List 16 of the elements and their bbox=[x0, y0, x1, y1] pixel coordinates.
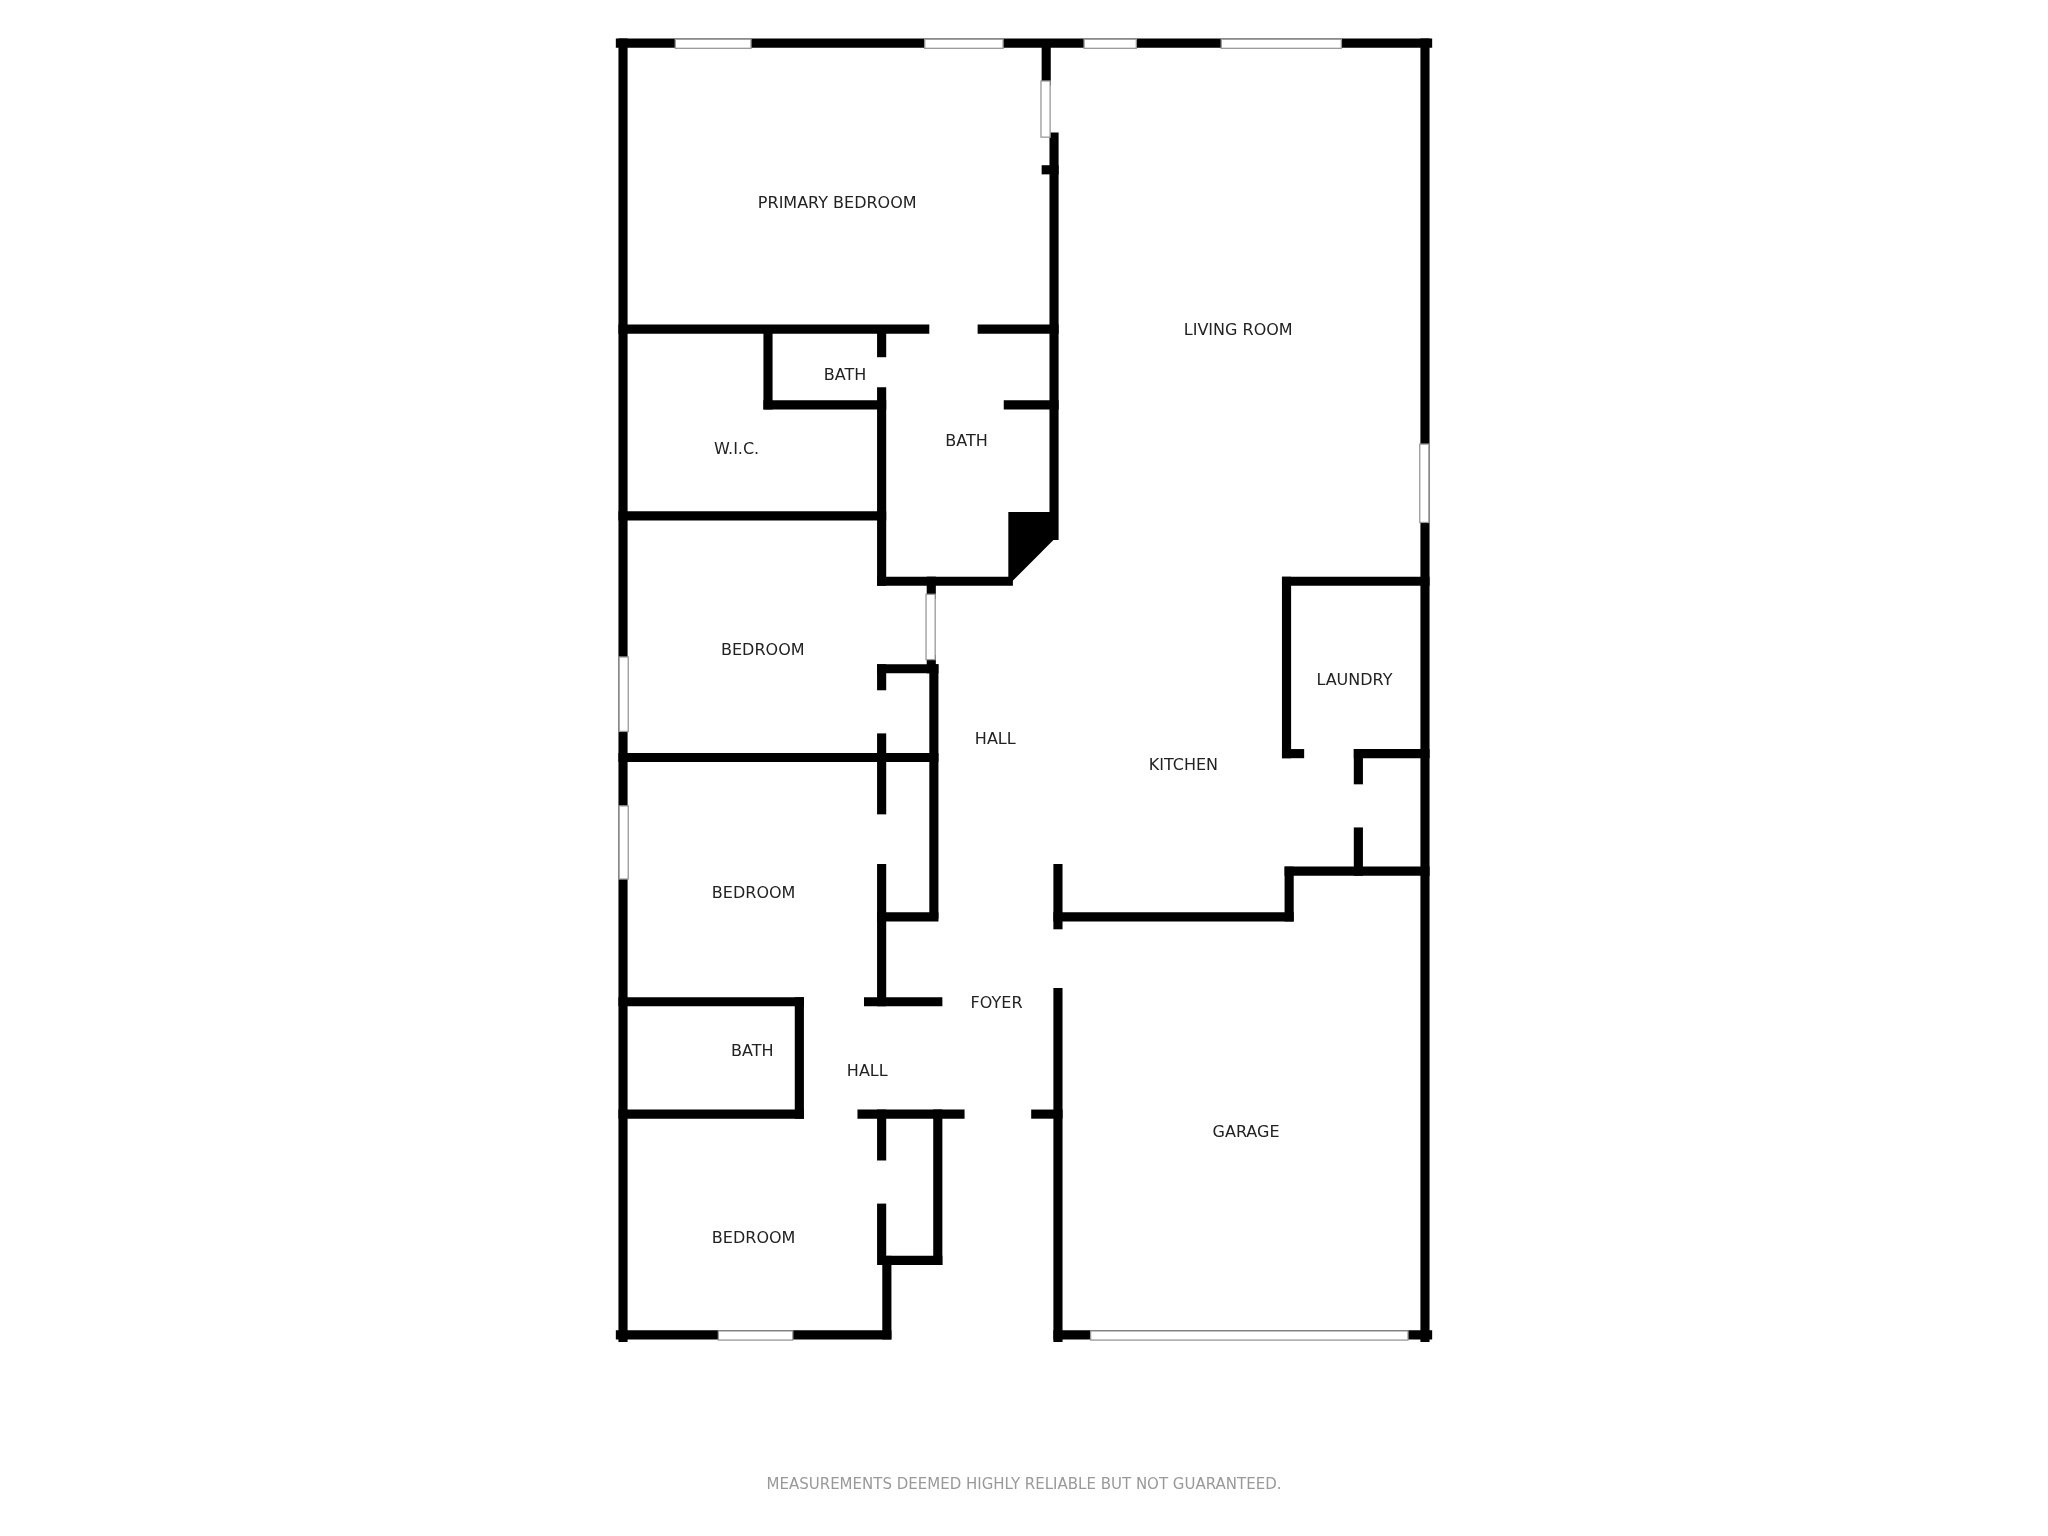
room-label: BATH bbox=[945, 430, 988, 450]
room-label: W.I.C. bbox=[714, 438, 760, 458]
room-label: HALL bbox=[846, 1060, 888, 1080]
room-label: BATH bbox=[731, 1040, 774, 1060]
room-label: KITCHEN bbox=[1148, 754, 1218, 774]
caption: MEASUREMENTS DEEMED HIGHLY RELIABLE BUT NOT GUARANTEED. bbox=[766, 1474, 1282, 1493]
room-label: PRIMARY BEDROOM bbox=[757, 192, 917, 212]
room-label: BEDROOM bbox=[711, 1227, 796, 1247]
room-label: BEDROOM bbox=[721, 639, 805, 659]
room-label: BEDROOM bbox=[711, 882, 796, 902]
room-label: LIVING ROOM bbox=[1183, 319, 1293, 339]
room-label: BATH bbox=[823, 364, 867, 384]
room-label: GARAGE bbox=[1212, 1121, 1280, 1141]
room-label: HALL bbox=[974, 728, 1016, 748]
room-label: LAUNDRY bbox=[1316, 669, 1393, 689]
room-label: FOYER bbox=[970, 992, 1023, 1012]
